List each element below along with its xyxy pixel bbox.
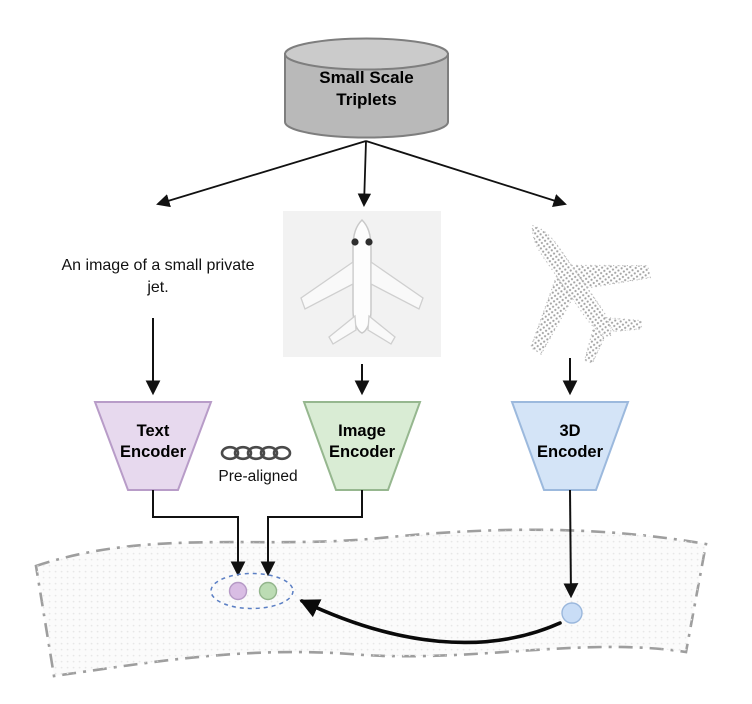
image-encoder-shape — [302, 401, 422, 491]
embedding-space-texture — [36, 529, 706, 676]
pointcloud-airplane — [530, 224, 652, 364]
modality-to-encoder-arrows — [145, 318, 578, 396]
text-encoder-label: Text Encoder — [119, 422, 187, 462]
cylinder-fanout-arrows — [156, 140, 567, 208]
text-encoder-shape — [93, 401, 213, 491]
text-modality-caption: An image of a small private jet. — [61, 257, 255, 296]
image-embed-connector — [260, 490, 363, 577]
threed-encoder-label: 3D Encoder — [536, 422, 604, 462]
threed-encoder-shape — [510, 401, 630, 491]
database-label: Small Scale Triplets — [319, 68, 414, 110]
threed-embed-connector — [563, 489, 579, 599]
airplane-image — [283, 211, 441, 357]
encoder-to-space-connectors — [152, 489, 579, 599]
image-embedding-point — [258, 581, 278, 601]
alignment-ellipse — [210, 572, 294, 610]
chain-icon — [220, 445, 292, 461]
alignment-arrow — [299, 599, 562, 645]
cockpit-window-left — [351, 238, 359, 246]
cockpit-window-right — [365, 238, 373, 246]
threed-embedding-point — [561, 602, 583, 624]
arrow-to-text — [156, 140, 367, 208]
text-embedding-point — [228, 581, 248, 601]
database-cylinder-icon — [284, 37, 449, 139]
arrow-to-pointcloud — [365, 140, 567, 207]
text-embed-connector — [152, 490, 246, 577]
prealigned-label: Pre-aligned — [218, 468, 298, 485]
image-encoder-label: Image Encoder — [328, 422, 396, 462]
arrow-to-image — [357, 140, 372, 208]
